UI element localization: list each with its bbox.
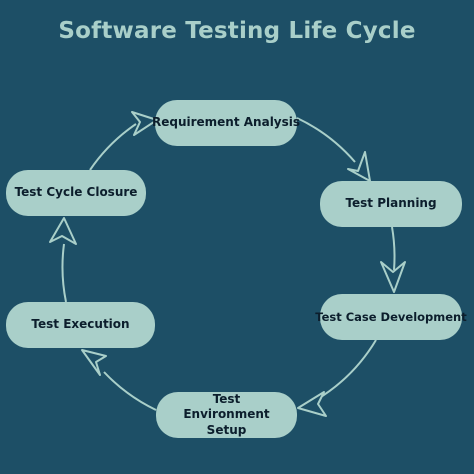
arc-close-to-req: [89, 123, 137, 171]
arc-exec-to-close: [61, 243, 67, 303]
arrow-into-tcd: [380, 261, 406, 293]
stage-test-execution: Test Execution: [6, 302, 155, 348]
arc-req-to-plan: [296, 117, 356, 163]
arrow-into-env: [297, 391, 327, 417]
arrow-into-plan: [347, 151, 371, 182]
stage-test-cycle-closure: Test Cycle Closure: [6, 170, 146, 216]
arrow-into-close: [49, 217, 77, 245]
stage-test-planning: Test Planning: [320, 181, 462, 227]
stage-test-environment-setup-label: Test Environment Setup: [183, 391, 270, 437]
diagram-title: Software Testing Life Cycle: [58, 18, 416, 44]
arrow-into-exec: [81, 349, 107, 376]
stage-test-environment-setup: Test Environment Setup: [156, 392, 297, 438]
stage-test-case-development: Test Case Development: [315, 294, 467, 340]
arc-plan-to-tcd: [391, 226, 396, 271]
stage-requirement-analysis: Requirement Analysis: [152, 100, 300, 146]
arrow-into-req: [131, 111, 158, 136]
arc-env-to-exec: [103, 371, 157, 411]
arc-tcd-to-env: [315, 339, 377, 401]
